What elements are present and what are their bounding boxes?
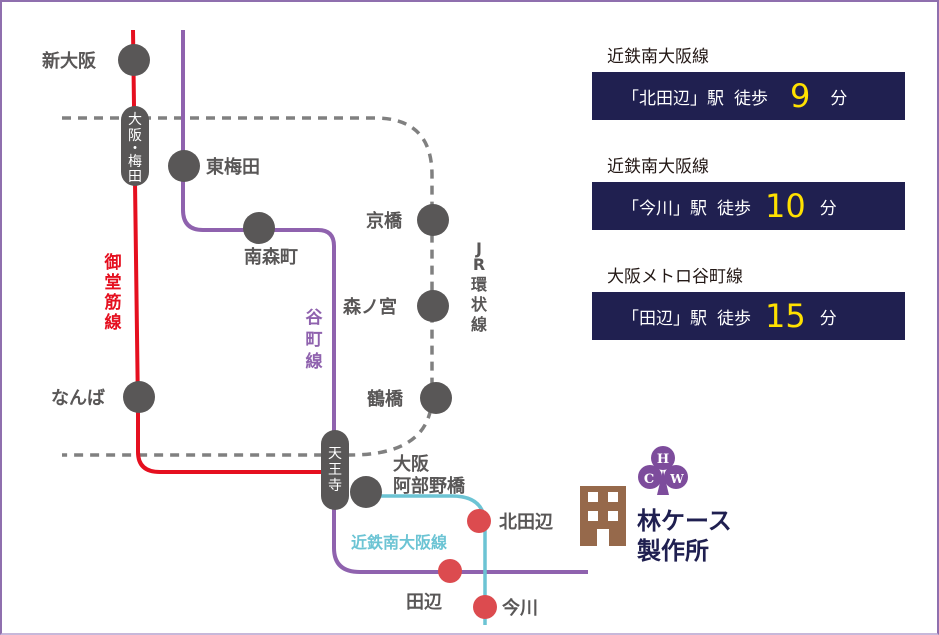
svg-text:・: ・	[128, 141, 142, 157]
access-minutes: 10	[765, 187, 806, 225]
svg-text:阪: 阪	[128, 128, 142, 144]
label-tsuruhashi: 鶴橋	[367, 388, 404, 410]
access-card-tanabe: 大阪メトロ谷町線 「田辺」駅 徒歩 15 分	[592, 264, 905, 340]
access-line-name: 近鉄南大阪線	[607, 157, 709, 177]
access-station: 「田辺」駅	[622, 308, 707, 329]
company-name: 林ケース 製作所	[637, 506, 732, 566]
osaka-umeda-label: 大 阪 ・ 梅 田	[128, 112, 142, 185]
svg-text:谷: 谷	[306, 308, 324, 328]
access-station: 「今川」駅	[622, 198, 707, 219]
svg-text:H: H	[657, 452, 669, 467]
label-kita-tanabe: 北田辺	[499, 512, 553, 533]
svg-text:町: 町	[306, 330, 323, 350]
access-detail: 「北田辺」駅 徒歩 9 分	[592, 72, 905, 120]
access-station: 「北田辺」駅	[622, 88, 724, 109]
access-unit: 分	[819, 198, 837, 219]
station-dot-shin-osaka[interactable]	[118, 44, 150, 76]
access-walk: 徒歩	[734, 88, 768, 109]
label-abeno-1: 大阪	[393, 453, 430, 475]
label-shin-osaka: 新大阪	[42, 50, 97, 72]
station-dot-abeno[interactable]	[350, 476, 382, 508]
svg-text:天: 天	[328, 446, 342, 462]
label-midosuji-line: 御 堂 筋 線	[104, 252, 122, 333]
station-pill-tennoji[interactable]	[321, 430, 349, 510]
station-dot-namba[interactable]	[123, 381, 155, 413]
station-dot-kyobashi[interactable]	[417, 204, 449, 236]
label-kintetsu-line: 近鉄南大阪線	[351, 533, 447, 552]
tanimachi-line	[181, 30, 588, 574]
station-dot-imagawa[interactable]	[473, 595, 497, 619]
label-tanabe: 田辺	[406, 592, 442, 613]
svg-text:W: W	[669, 472, 684, 486]
company-name-line1: 林ケース	[637, 507, 732, 535]
midosuji-line	[131, 29, 333, 474]
svg-text:寺: 寺	[328, 478, 342, 494]
svg-text:大: 大	[128, 112, 142, 128]
station-pill-osaka-umeda[interactable]	[121, 106, 149, 186]
access-walk: 徒歩	[717, 198, 751, 219]
label-higashi-umeda: 東梅田	[206, 156, 260, 178]
svg-text:R: R	[473, 255, 485, 274]
access-minutes: 9	[790, 77, 811, 115]
svg-text:環: 環	[471, 275, 488, 294]
label-tanimachi-line: 谷 町 線	[306, 308, 324, 372]
station-dot-tsuruhashi[interactable]	[420, 382, 452, 414]
station-dot-kita-tanabe[interactable]	[467, 509, 491, 533]
svg-text:御: 御	[104, 252, 122, 273]
label-namba: なんば	[51, 388, 105, 409]
access-card-kita-tanabe: 近鉄南大阪線 「北田辺」駅 徒歩 9 分	[592, 44, 905, 120]
label-minami-morimachi: 南森町	[244, 246, 298, 268]
station-dot-tanabe[interactable]	[438, 559, 462, 583]
svg-text:J: J	[475, 239, 482, 258]
station-dot-higashi-umeda[interactable]	[168, 150, 200, 182]
svg-text:筋: 筋	[104, 292, 122, 313]
access-unit: 分	[819, 308, 837, 329]
label-jr-loop-line: J R 環 状 線	[471, 239, 488, 334]
building-icon	[580, 486, 626, 546]
station-dot-morinomiya[interactable]	[417, 290, 449, 322]
access-line-name: 近鉄南大阪線	[607, 47, 709, 67]
label-imagawa: 今川	[502, 597, 538, 619]
label-kyobashi: 京橋	[366, 210, 403, 232]
svg-text:線: 線	[306, 351, 323, 372]
access-minutes: 15	[765, 297, 806, 335]
svg-text:C: C	[644, 472, 654, 487]
access-unit: 分	[830, 88, 848, 109]
label-morinomiya: 森ノ宮	[343, 296, 397, 318]
svg-text:線: 線	[105, 312, 122, 333]
access-card-imagawa: 近鉄南大阪線 「今川」駅 徒歩 10 分	[592, 154, 905, 230]
svg-text:線: 線	[471, 315, 487, 334]
svg-text:梅: 梅	[128, 154, 142, 170]
svg-text:状: 状	[471, 295, 488, 314]
access-line-name: 大阪メトロ谷町線	[607, 267, 743, 287]
access-detail: 「田辺」駅 徒歩 15 分	[592, 292, 905, 340]
svg-text:王: 王	[328, 462, 342, 478]
station-dot-minami-morimachi[interactable]	[243, 212, 275, 244]
access-walk: 徒歩	[717, 308, 751, 329]
company-name-line2: 製作所	[637, 537, 709, 565]
tennoji-label: 天 王 寺	[328, 446, 342, 494]
svg-text:堂: 堂	[105, 272, 122, 293]
company-logo-icon[interactable]: H C W	[638, 446, 688, 495]
access-detail: 「今川」駅 徒歩 10 分	[592, 182, 905, 230]
label-abeno-2: 阿部野橋	[393, 475, 466, 497]
svg-text:田: 田	[128, 169, 142, 185]
